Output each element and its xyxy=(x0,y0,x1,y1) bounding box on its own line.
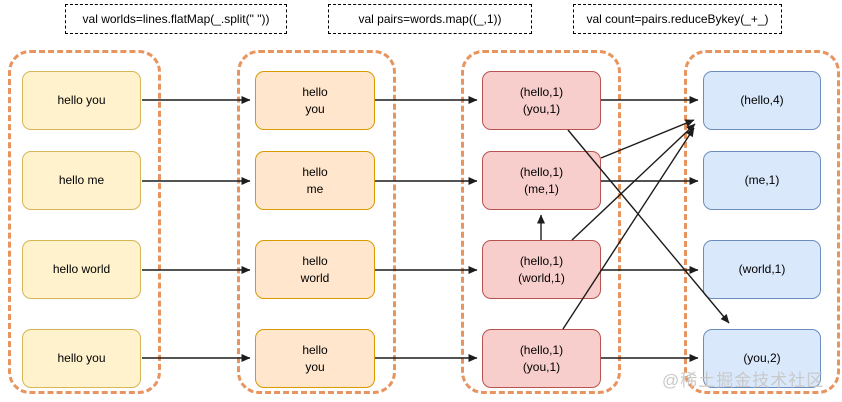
node-word-2: hello me xyxy=(255,151,375,210)
node-pair-2: (hello,1) (me,1) xyxy=(482,151,601,210)
node-pair-4: (hello,1) (you,1) xyxy=(482,329,601,388)
node-count-hello: (hello,4) xyxy=(703,71,821,130)
node-line-1: hello you xyxy=(22,71,141,130)
watermark-text: @稀土掘金技术社区 xyxy=(662,371,825,390)
flatmap-code-label: val worlds=lines.flatMap(_.split(" ")) xyxy=(65,4,287,34)
node-word-3: hello world xyxy=(255,240,375,299)
map-code-label: val pairs=words.map((_,1)) xyxy=(328,4,532,34)
node-pair-3: (hello,1) (world,1) xyxy=(482,240,601,299)
node-line-2: hello me xyxy=(22,151,141,210)
node-word-4: hello you xyxy=(255,329,375,388)
lines-group xyxy=(8,50,161,394)
reducebykey-code-label: val count=pairs.reduceBykey(_+_) xyxy=(573,4,782,34)
node-count-me: (me,1) xyxy=(703,151,821,210)
node-line-3: hello world xyxy=(22,240,141,299)
node-pair-1: (hello,1) (you,1) xyxy=(482,71,601,130)
node-count-you: (you,2) xyxy=(703,329,821,388)
node-count-world: (world,1) xyxy=(703,240,821,299)
words-group xyxy=(237,50,396,394)
node-word-1: hello you xyxy=(255,71,375,130)
node-line-4: hello you xyxy=(22,329,141,388)
